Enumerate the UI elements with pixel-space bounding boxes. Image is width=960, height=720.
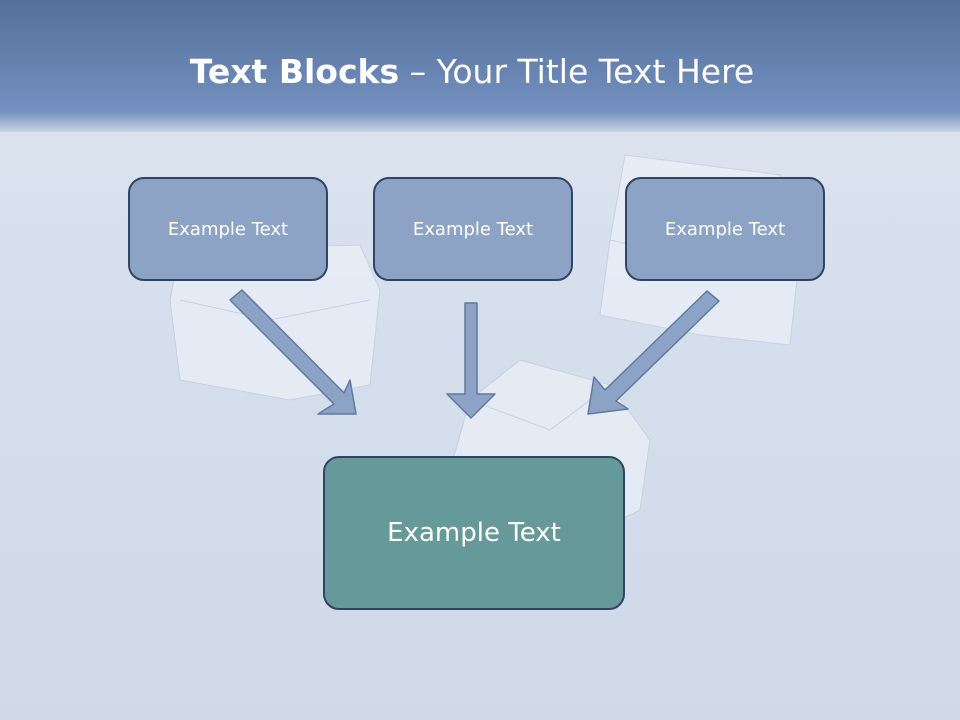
title-bold: Text Blocks — [189, 52, 400, 91]
text-block-right-label: Example Text — [664, 218, 786, 240]
arrow-right-down-left — [587, 290, 720, 415]
text-block-middle-label: Example Text — [412, 218, 534, 240]
arrow-middle-down — [446, 302, 496, 419]
slide-title: Text Blocks – Your Title Text Here — [0, 52, 944, 91]
text-block-center[interactable]: Example Text — [323, 456, 625, 610]
text-block-left-label: Example Text — [167, 218, 289, 240]
text-block-left[interactable]: Example Text — [128, 177, 328, 281]
arrow-left-down-right — [229, 289, 357, 415]
text-block-middle[interactable]: Example Text — [373, 177, 573, 281]
text-block-right[interactable]: Example Text — [625, 177, 825, 281]
text-block-center-label: Example Text — [387, 518, 561, 548]
title-rest: – Your Title Text Here — [399, 52, 755, 91]
title-banner — [0, 0, 960, 132]
